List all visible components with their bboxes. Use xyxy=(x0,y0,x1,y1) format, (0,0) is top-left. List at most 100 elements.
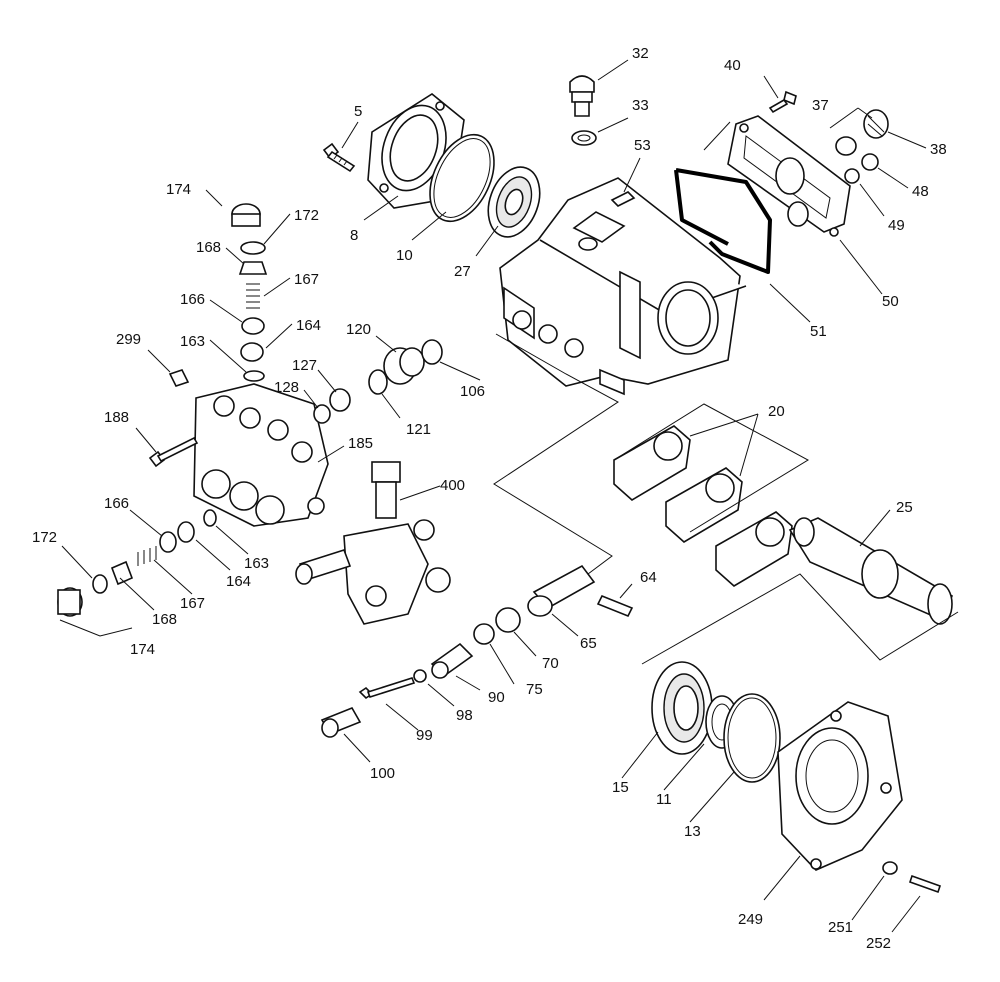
callout-127: 127 xyxy=(292,357,317,374)
washer-98 xyxy=(413,669,427,683)
callout-100: 100 xyxy=(370,765,395,782)
leader-lines xyxy=(59,59,927,933)
manifold-head-185 xyxy=(193,383,329,527)
callout-163-top: 163 xyxy=(180,333,205,350)
callout-50: 50 xyxy=(882,293,899,310)
callout-15: 15 xyxy=(612,779,629,796)
callout-53: 53 xyxy=(634,137,651,154)
connecting-rods-20 xyxy=(613,425,793,587)
plug-299 xyxy=(168,369,190,387)
callout-37: 37 xyxy=(812,97,829,114)
callout-labels: 5 8 10 27 32 33 53 40 37 38 48 49 50 51 … xyxy=(32,45,947,952)
callout-33: 33 xyxy=(632,97,649,114)
callout-120: 120 xyxy=(346,321,371,338)
valve-166-top xyxy=(241,317,265,335)
valve-cap-174-left xyxy=(57,587,83,617)
plunger-90 xyxy=(430,642,474,679)
callout-51: 51 xyxy=(810,323,827,340)
callout-188: 188 xyxy=(104,409,129,426)
callout-98: 98 xyxy=(456,707,473,724)
callout-13: 13 xyxy=(684,823,701,840)
valve-seat-168-top xyxy=(238,261,268,275)
callout-172-top: 172 xyxy=(294,207,319,224)
bearing-15 xyxy=(651,661,713,755)
callout-252: 252 xyxy=(866,935,891,952)
valve-164-top xyxy=(240,342,264,362)
callout-121: 121 xyxy=(406,421,431,438)
callout-185: 185 xyxy=(348,435,373,452)
callout-106: 106 xyxy=(460,383,485,400)
callout-20: 20 xyxy=(768,403,785,420)
ring-106 xyxy=(421,339,443,365)
sleeve-100 xyxy=(320,706,362,738)
side-cover-249 xyxy=(777,701,903,871)
bolt-99 xyxy=(358,677,416,700)
callout-32: 32 xyxy=(632,45,649,62)
seal-172-left xyxy=(92,574,108,594)
callout-10: 10 xyxy=(396,247,413,264)
callout-251: 251 xyxy=(828,919,853,936)
o-ring-163-left xyxy=(203,509,217,527)
spring-167-top xyxy=(246,283,260,309)
callout-167-left: 167 xyxy=(180,595,205,612)
plug-37 xyxy=(863,109,889,139)
rear-cover-50 xyxy=(727,115,851,237)
callout-65: 65 xyxy=(580,635,597,652)
o-ring-10 xyxy=(429,133,495,223)
seal-70 xyxy=(495,607,521,633)
crankcase xyxy=(499,177,747,396)
oil-cap-32 xyxy=(569,75,595,117)
callout-163-left: 163 xyxy=(244,555,269,572)
callout-70: 70 xyxy=(542,655,559,672)
crankshaft-25 xyxy=(788,517,954,625)
washer-127 xyxy=(329,388,351,412)
screw-5 xyxy=(322,142,356,173)
callout-166-left: 166 xyxy=(104,495,129,512)
valve-cap-174-top xyxy=(231,203,261,227)
screw-252 xyxy=(908,874,942,894)
valve-164-left xyxy=(177,521,195,543)
plunger-guide-65 xyxy=(527,564,596,617)
assembly-guide-lines xyxy=(493,121,959,665)
callout-38: 38 xyxy=(930,141,947,158)
valve-166-left xyxy=(159,531,177,553)
callout-174-top: 174 xyxy=(166,181,191,198)
callout-64: 64 xyxy=(640,569,657,586)
washer-251 xyxy=(882,861,898,875)
callout-25: 25 xyxy=(896,499,913,516)
bearing-27 xyxy=(487,166,541,238)
bolt-188 xyxy=(148,436,199,468)
callout-167-top: 167 xyxy=(294,271,319,288)
callout-164-top: 164 xyxy=(296,317,321,334)
callout-99: 99 xyxy=(416,727,433,744)
callout-166-top: 166 xyxy=(180,291,205,308)
valve-seat-168-left xyxy=(110,560,134,586)
callout-168-left: 168 xyxy=(152,611,177,628)
callout-48: 48 xyxy=(912,183,929,200)
washer-75 xyxy=(473,623,495,645)
o-ring-163-top xyxy=(243,370,265,382)
o-ring-38 xyxy=(835,136,857,156)
callout-27: 27 xyxy=(454,263,471,280)
flange-cover-8 xyxy=(367,93,465,209)
screw-40 xyxy=(768,90,797,114)
ring-121 xyxy=(368,369,388,395)
callout-299: 299 xyxy=(116,331,141,348)
callout-5: 5 xyxy=(354,103,362,120)
washer-49 xyxy=(844,168,860,184)
callout-172-left: 172 xyxy=(32,529,57,546)
callout-249: 249 xyxy=(738,911,763,928)
unloader-400 xyxy=(295,461,451,625)
callout-90: 90 xyxy=(488,689,505,706)
callout-49: 49 xyxy=(888,217,905,234)
gasket-51 xyxy=(674,168,772,274)
callout-11: 11 xyxy=(656,791,672,808)
callout-8: 8 xyxy=(350,227,358,244)
callout-400: 400 xyxy=(440,477,465,494)
callout-128: 128 xyxy=(274,379,299,396)
callout-75: 75 xyxy=(526,681,543,698)
seal-172-top xyxy=(240,241,266,255)
callout-174-left: 174 xyxy=(130,641,155,658)
callout-40: 40 xyxy=(724,57,741,74)
